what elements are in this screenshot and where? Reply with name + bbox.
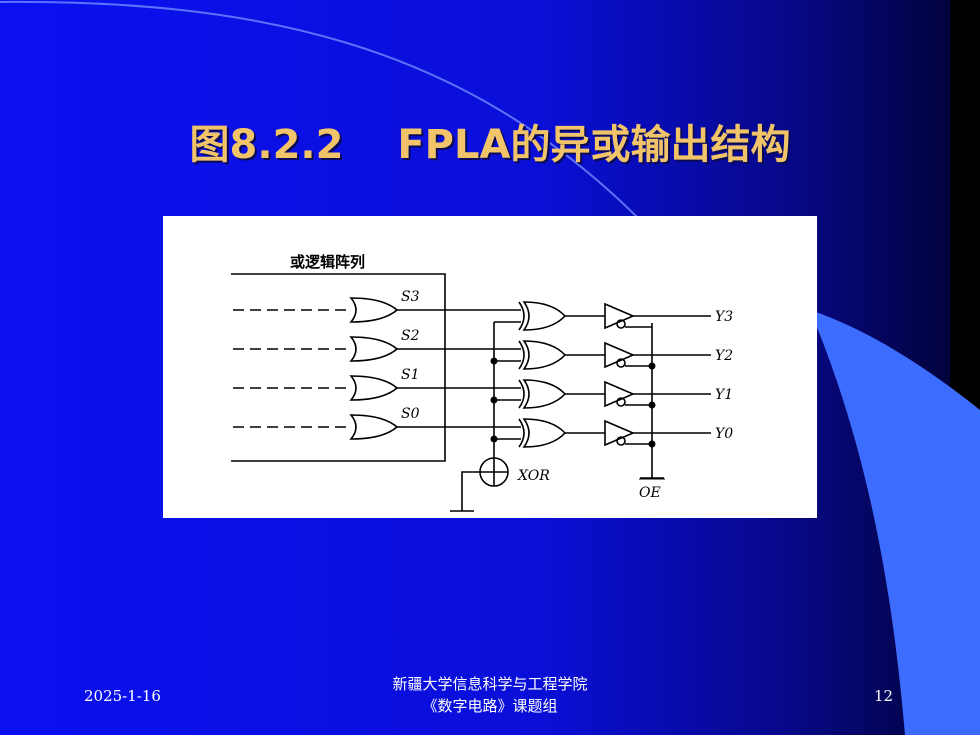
xor-label: XOR	[517, 468, 550, 484]
oe-label: OE	[639, 485, 661, 501]
output-label-y0: Y0	[715, 426, 733, 442]
slide-institution: 新疆大学信息科学与工程学院 《数字电路》课题组	[300, 673, 680, 717]
or-output-label-s0: S0	[401, 406, 420, 422]
or-output-label-s3: S3	[401, 289, 420, 305]
institution-line-1: 新疆大学信息科学与工程学院	[392, 675, 588, 693]
output-label-y2: Y2	[715, 348, 733, 364]
xor-output-diagram: 或逻辑阵列 S3 S2 S1 S0 XOR OE Y3 Y2 Y1 Y0	[163, 216, 817, 518]
or-array-label: 或逻辑阵列	[290, 253, 365, 271]
circuit-svg: 或逻辑阵列 S3 S2 S1 S0 XOR OE Y3 Y2 Y1 Y0	[231, 253, 733, 512]
institution-line-2: 《数字电路》课题组	[422, 697, 558, 715]
or-output-label-s2: S2	[401, 328, 420, 344]
or-output-label-s1: S1	[401, 367, 420, 383]
output-label-y3: Y3	[715, 309, 733, 325]
slide-date: 2025-1-16	[84, 687, 161, 705]
output-label-y1: Y1	[715, 387, 733, 403]
slide-title: 图8.2.2 FPLA的异或输出结构	[189, 122, 791, 168]
slide-page-number: 12	[874, 687, 894, 705]
